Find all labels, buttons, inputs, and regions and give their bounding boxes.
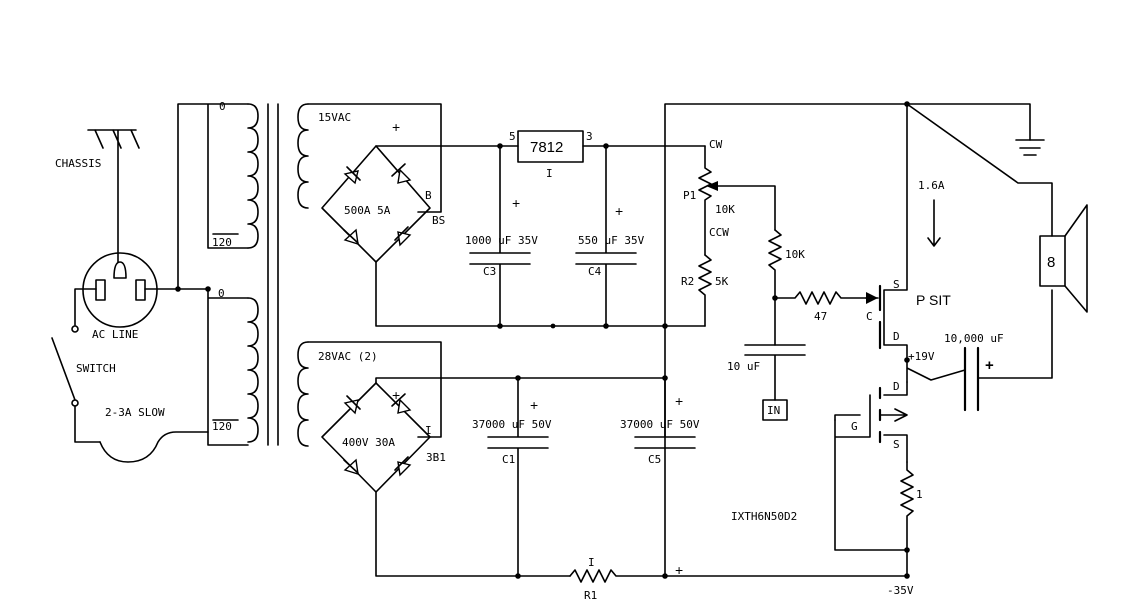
br1-rating: 500A 5A [344, 204, 391, 217]
cw-label: CW [709, 138, 723, 151]
capacitor-c3 [469, 145, 531, 327]
mos-g: G [851, 420, 858, 433]
c4-value: 550 uF 35V [578, 234, 645, 247]
c1-value: 37000 uF 50V [472, 418, 552, 431]
p1-label: P1 [683, 189, 696, 202]
r2-value: 5K [715, 275, 729, 288]
r-src-value: 1 [916, 488, 923, 501]
v35-label: -35V [887, 584, 914, 597]
ccw-label: CCW [709, 226, 729, 239]
reg-pin-in: 5 [509, 130, 516, 143]
capacitor-c5 [634, 377, 696, 449]
resistor-r1 [569, 569, 908, 583]
reg-pin-out: 3 [586, 130, 593, 143]
speaker [906, 103, 1088, 313]
c3-name: C3 [483, 265, 496, 278]
capacitor-c4 [575, 145, 637, 327]
switch-label: SWITCH [76, 362, 116, 375]
br1-name: BS [432, 214, 445, 227]
current-label: 1.6A [918, 179, 945, 192]
br1-pin: B [425, 189, 432, 202]
c3-plus: + [512, 195, 520, 211]
ground-symbol [1015, 139, 1045, 156]
br1-plus: + [392, 119, 400, 135]
main-rail [664, 103, 1031, 577]
current-arrow [927, 199, 941, 247]
r1-current-mark: I [588, 556, 595, 569]
chassis-label: CHASSIS [55, 157, 101, 170]
cout-plus: + [985, 357, 994, 374]
fuse-label: 2-3A SLOW [105, 406, 165, 419]
reg-pin-gnd: I [546, 167, 553, 180]
regulator-label: 7812 [530, 139, 563, 156]
ac-line-label: AC LINE [92, 328, 138, 341]
slow-fuse [99, 431, 209, 463]
cin-value: 10 uF [727, 360, 760, 373]
speaker-impedance: 8 [1047, 254, 1055, 271]
c5-plus: + [675, 393, 683, 409]
c1-plus: + [530, 397, 538, 413]
mos-s: S [893, 438, 900, 451]
transformer-secondary-1 [297, 103, 442, 213]
sit-d: D [893, 330, 900, 343]
tap-120-a: 120 [212, 236, 232, 249]
sec1-label: 15VAC [318, 111, 351, 124]
bridge-rectifier-1 [321, 145, 706, 327]
c5-name: C5 [648, 453, 661, 466]
cout-value: 10,000 uF [944, 332, 1004, 345]
capacitor-c1 [487, 377, 549, 577]
r2-label: R2 [681, 275, 694, 288]
mos-d: D [893, 380, 900, 393]
tap-120-b: 120 [212, 420, 232, 433]
primary-wiring [177, 103, 249, 446]
resistor-10k [768, 229, 782, 346]
br2-name: 3B1 [426, 451, 446, 464]
c1-name: C1 [502, 453, 515, 466]
r10k-label: 10K [785, 248, 805, 261]
sit-c: C [866, 310, 873, 323]
c4-plus: + [615, 203, 623, 219]
psit-label: P SIT [916, 292, 951, 308]
neg-plus: + [675, 562, 683, 578]
c5-value: 37000 uF 50V [620, 418, 700, 431]
sec2-label: 28VAC (2) [318, 350, 378, 363]
pot-p1 [698, 145, 776, 256]
ac-line-plug [74, 252, 209, 328]
in-label: IN [767, 404, 780, 417]
br2-pin: I [425, 424, 432, 437]
r1-name: R1 [584, 589, 597, 602]
mosfet-name: IXTH6N50D2 [731, 510, 797, 523]
transformer-primary [247, 103, 279, 446]
r47-label: 47 [814, 310, 827, 323]
resistor-r2 [698, 254, 712, 327]
tap-0-b: 0 [218, 287, 225, 300]
output-capacitor [963, 289, 1053, 412]
resistor-47 [774, 291, 867, 305]
p1-value: 10K [715, 203, 735, 216]
br2-rating: 400V 30A [342, 436, 395, 449]
source-resistor [900, 461, 914, 551]
p-sit-transistor [865, 103, 908, 361]
c3-value: 1000 uF 35V [465, 234, 538, 247]
chassis-ground [87, 129, 140, 263]
v19-label: +19V [908, 350, 935, 363]
tap-0-top: 0 [219, 100, 226, 113]
sit-s: S [893, 278, 900, 291]
mosfet-ixth6n50d2 [834, 381, 908, 577]
input-capacitor [744, 344, 806, 421]
bridge-rectifier-2 [321, 377, 666, 577]
br2-plus: + [392, 387, 400, 403]
line-switch [51, 325, 101, 443]
c4-name: C4 [588, 265, 602, 278]
